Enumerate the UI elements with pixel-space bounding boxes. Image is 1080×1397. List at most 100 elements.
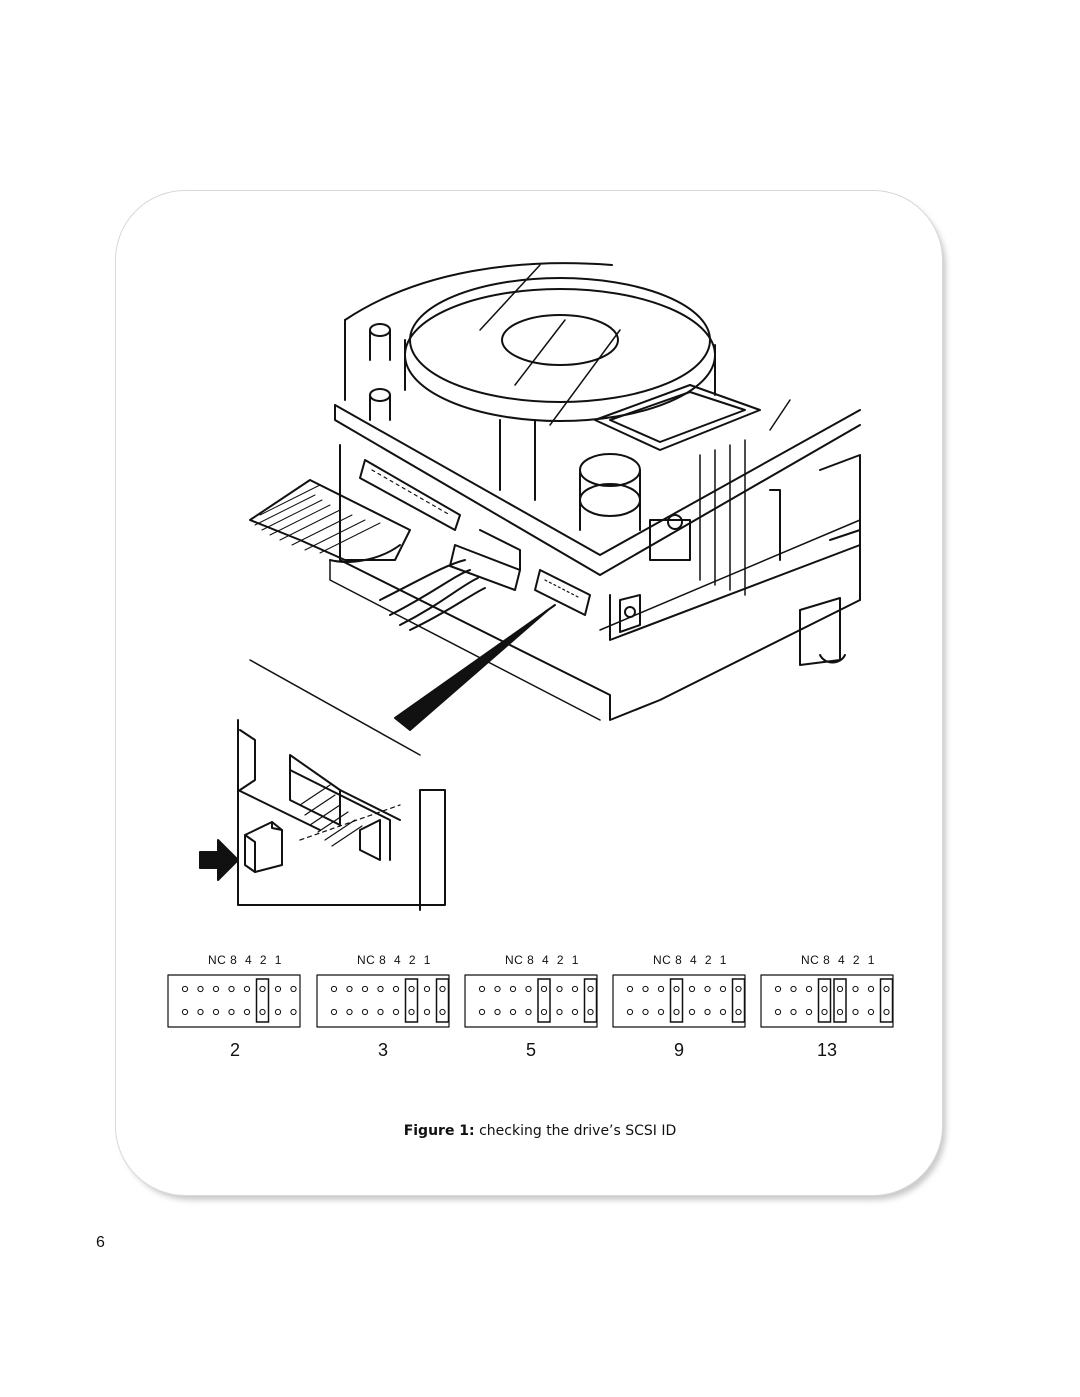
jumper-shunt [833,978,847,1023]
jumper-pin [197,1008,204,1016]
jumper-pin [790,1008,797,1016]
jumper-pin [867,1008,875,1016]
jumper-header-label: NC 8 4 2 1 [801,953,875,967]
figure-caption-prefix: Figure 1: [403,1123,475,1139]
jumper-pin [181,985,189,993]
jumper-pin [774,985,782,993]
jumper-pin [274,1008,282,1016]
jumper-shunt [669,978,684,1023]
jumper-pin [259,1008,266,1016]
jumper-pin [774,1008,782,1016]
jumper-header-label: NC 8 4 2 1 [208,953,282,967]
jumper-pin [346,985,353,993]
jumper-pin [290,985,297,993]
jumper-pin [642,985,649,993]
jumper-pin [735,1008,742,1016]
figure-caption: Figure 1: checking the drive’s SCSI ID [300,1123,780,1139]
jumper-pin [377,1008,384,1016]
jumper-pin [525,985,532,993]
jumper-shunt [255,978,270,1023]
jumper-header-label: NC 8 4 2 1 [653,953,727,967]
jumper-pin [836,1008,844,1016]
jumper-pin [657,1008,665,1016]
jumper-pin [228,985,235,993]
jumper-pin [626,1008,634,1016]
jumper-pin [346,1008,353,1016]
jumper-pin [290,1008,297,1016]
jumper-pin [673,1008,680,1016]
scsi-id-value: 5 [525,1040,536,1060]
jumper-pin [361,985,369,993]
jumper-pin [274,985,282,993]
jumper-pin [571,1008,579,1016]
jumper-pin [259,985,266,993]
jumper-pin [392,1008,400,1016]
jumper-pin [509,985,517,993]
jumper-pin [673,985,680,993]
jumper-shunt [537,978,551,1023]
jumper-pin [821,985,828,993]
jumper-pin [540,1008,548,1016]
jumper-pin [571,985,579,993]
jumper-pin [852,985,859,993]
jumper-pin [556,1008,563,1016]
jumper-pin [688,985,696,993]
jumper-header-label: NC 8 4 2 1 [505,953,579,967]
jumper-shunt [731,978,746,1023]
jumper-pin [228,1008,235,1016]
jumper-pin [867,985,875,993]
jumper-pin [525,1008,532,1016]
scsi-id-value: 2 [229,1040,240,1060]
jumper-pin [408,985,415,993]
figure-frame [115,190,943,1196]
jumper-pin [478,985,486,993]
jumper-shunt [879,978,894,1023]
jumper-pin [439,985,446,993]
jumper-pin [642,1008,649,1016]
jumper-pin [408,1008,415,1016]
scsi-id-value: 13 [816,1040,838,1060]
jumper-pin [243,1008,251,1016]
jumper-pin [821,1008,828,1016]
jumper-pin [330,985,338,993]
jumper-pin [423,985,431,993]
jumper-pin [377,985,384,993]
jumper-pin [805,985,813,993]
jumper-pin [883,1008,890,1016]
jumper-pin [626,985,634,993]
jumper-pin [790,985,797,993]
jumper-pin [197,985,204,993]
jumper-pin [439,1008,446,1016]
jumper-shunt [404,978,419,1023]
jumper-pin [494,1008,501,1016]
jumper-pin [494,985,501,993]
jumper-pin [212,985,220,993]
jumper-pin [330,1008,338,1016]
jumper-pin [735,985,742,993]
jumper-shunt [583,978,598,1023]
jumper-pin [509,1008,517,1016]
jumper-shunt [817,978,832,1023]
jumper-pin [423,1008,431,1016]
jumper-pin [805,1008,813,1016]
jumper-pin [704,985,711,993]
jumper-pin [392,985,400,993]
jumper-shunt [435,978,450,1023]
jumper-pin [361,1008,369,1016]
figure-caption-text: checking the drive’s SCSI ID [474,1123,677,1139]
jumper-pin [836,985,844,993]
scsi-id-value: 9 [673,1040,684,1060]
jumper-pin [719,1008,727,1016]
jumper-header-label: NC 8 4 2 1 [357,953,431,967]
jumper-pin [587,1008,594,1016]
scsi-id-value: 3 [377,1040,388,1060]
jumper-pin [478,1008,486,1016]
jumper-pin [587,985,594,993]
jumper-pin [688,1008,696,1016]
jumper-pin [212,1008,220,1016]
jumper-pin [883,985,890,993]
jumper-pin [657,985,665,993]
jumper-pin [556,985,563,993]
